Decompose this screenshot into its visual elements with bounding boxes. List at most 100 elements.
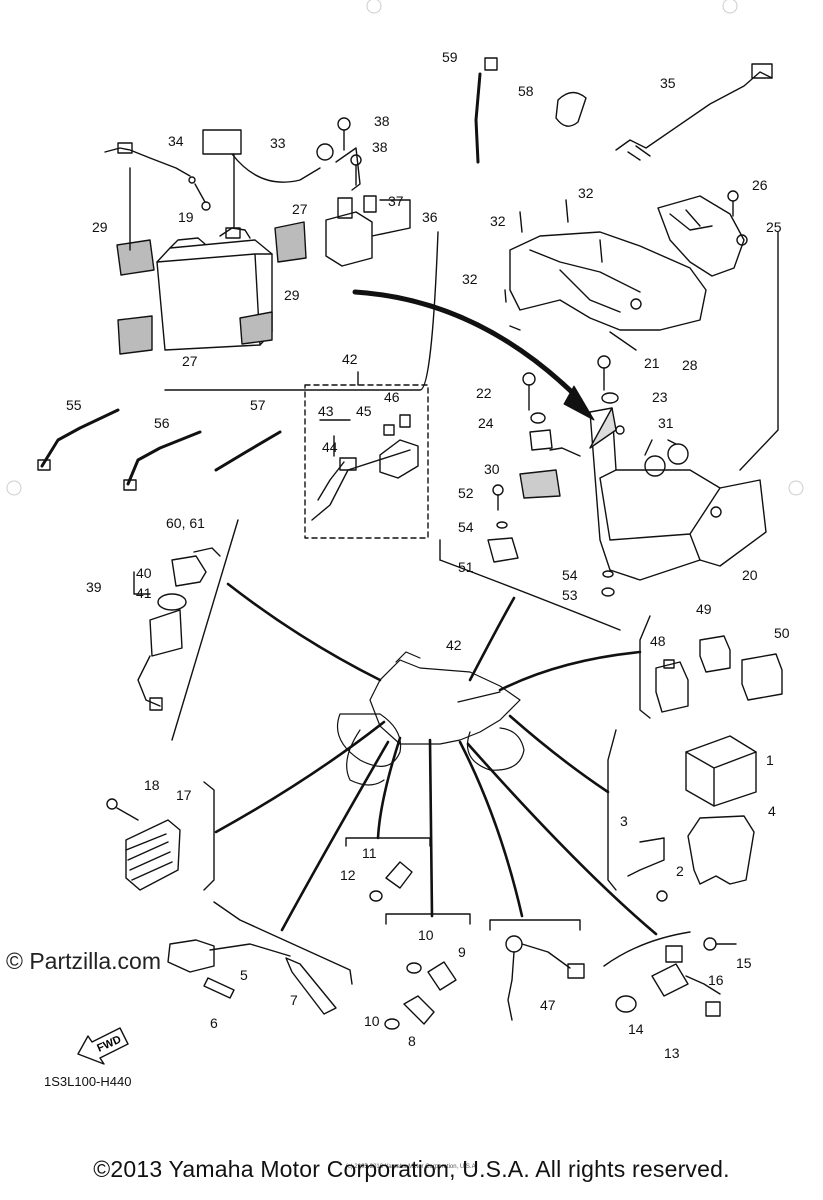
regulator-17 (125, 819, 181, 891)
callout-38a: 38 (374, 113, 390, 129)
callout-29a: 29 (92, 219, 108, 235)
band-57 (214, 430, 282, 472)
switch-8 (403, 995, 435, 1025)
callout-10b: 10 (364, 1013, 380, 1029)
pad-29-left (116, 239, 155, 276)
fuse-31b (667, 443, 689, 465)
callout-17: 17 (176, 787, 192, 803)
subharness-group-42 (304, 371, 429, 539)
callout-47: 47 (540, 997, 556, 1013)
sensor-11 (385, 861, 413, 889)
callout-23: 23 (652, 389, 668, 405)
fwd-label: FWD (95, 1034, 123, 1055)
pad-27-right (274, 221, 307, 263)
switch-9 (427, 961, 457, 991)
callout-56: 56 (154, 415, 170, 431)
relay-48 (655, 661, 689, 713)
fuse-tray-20 (589, 407, 767, 581)
callout-14: 14 (628, 1021, 644, 1037)
callout-29b: 29 (284, 287, 300, 303)
clip-58 (555, 91, 587, 127)
sensor-13-group (603, 931, 737, 1017)
callout-6: 6 (210, 1015, 218, 1031)
regulator-group (106, 781, 215, 891)
callout-37: 37 (388, 193, 404, 209)
watermark-marks (6, 0, 804, 496)
callout-44: 44 (322, 439, 338, 455)
callout-1: 1 (766, 752, 774, 768)
callout-41: 41 (136, 585, 152, 601)
bolt-6 (203, 977, 235, 999)
callout-46: 46 (384, 389, 400, 405)
callout-25: 25 (766, 219, 782, 235)
callout-45: 45 (356, 403, 372, 419)
callout-13: 13 (664, 1045, 680, 1061)
relay-49 (699, 635, 731, 673)
callout-49: 49 (696, 601, 712, 617)
fwd-arrow (77, 1027, 129, 1065)
callout-26: 26 (752, 177, 768, 193)
assembly-arrow (352, 289, 583, 403)
callout-10a: 10 (418, 927, 434, 943)
callout-20: 20 (742, 567, 758, 583)
callout-4: 4 (768, 803, 776, 819)
o-ring-14 (615, 995, 637, 1013)
ecu-group (607, 729, 757, 902)
sensor-47-group (489, 919, 585, 1021)
fuse-31a (644, 455, 666, 477)
callout-35: 35 (660, 75, 676, 91)
cap-7 (285, 957, 337, 1015)
callout-54b: 54 (562, 567, 578, 583)
callout-32c: 32 (462, 271, 478, 287)
fine-print: (c) 2005-2016 Yamaha Motor Corporation, … (345, 1164, 478, 1170)
watermark-text: © Partzilla.com (6, 948, 161, 974)
ecu-holder-4 (687, 815, 755, 885)
band-56 (126, 430, 202, 486)
diagram-code: 1S3L100-H440 (44, 1074, 132, 1089)
callout-59: 59 (442, 49, 458, 65)
callout-43: 43 (318, 403, 334, 419)
bracket-25 (657, 195, 745, 277)
ignition-coil-group (167, 901, 353, 1015)
callout-42a: 42 (342, 351, 358, 367)
callout-55: 55 (66, 397, 82, 413)
callout-27a: 27 (292, 201, 308, 217)
callout-32a: 32 (578, 185, 594, 201)
callout-3: 3 (620, 813, 628, 829)
sensor-13 (651, 963, 689, 997)
callout-58: 58 (518, 83, 534, 99)
callout-33: 33 (270, 135, 286, 151)
callout-50: 50 (774, 625, 790, 641)
sensor-47 (505, 935, 523, 953)
ecu-1 (685, 735, 757, 807)
switch-9-8-group (384, 913, 471, 1030)
callout-36: 36 (422, 209, 438, 225)
key-cylinder-40 (171, 555, 207, 587)
leader-lines (214, 582, 658, 936)
pad-27-bottom (117, 315, 153, 355)
callout-52: 52 (458, 485, 474, 501)
callout-42b: 42 (446, 637, 462, 653)
callout-8: 8 (408, 1033, 416, 1049)
callout-9: 9 (458, 944, 466, 960)
ring-41 (157, 593, 187, 611)
callout-57: 57 (250, 397, 266, 413)
callout-38b: 38 (372, 139, 388, 155)
callout-51: 51 (458, 559, 474, 575)
pad-29-bottom (239, 311, 273, 345)
sensor-11-group (345, 837, 431, 902)
bracket-28 (509, 231, 707, 331)
callout-60-61: 60, 61 (166, 515, 205, 531)
relay-50 (741, 653, 783, 701)
callout-21: 21 (644, 355, 660, 371)
callout-11: 11 (362, 845, 377, 861)
band-59 (474, 72, 482, 164)
relay-36 (325, 211, 373, 267)
callout-34: 34 (168, 133, 184, 149)
callout-54a: 54 (458, 519, 474, 535)
battery-19 (156, 239, 273, 351)
callout-48: 48 (650, 633, 666, 649)
holder-51 (487, 537, 519, 563)
callout-53: 53 (562, 587, 578, 603)
